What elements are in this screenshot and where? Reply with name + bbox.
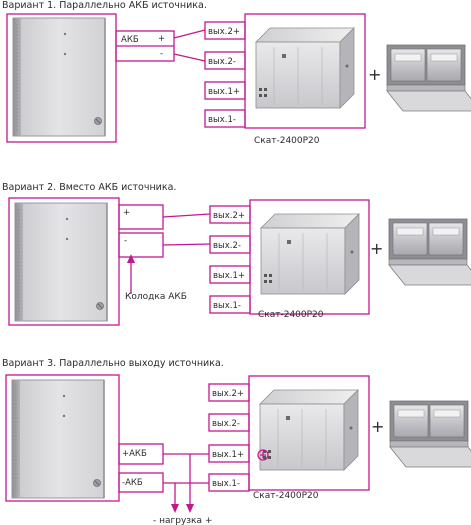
skat-frame-3	[248, 375, 370, 491]
output-2-minus-1: вых.2-	[208, 57, 236, 67]
akb-minus-2: -	[124, 236, 127, 246]
skat-enclosure-3	[259, 389, 359, 471]
akb-plus-3: +АКБ	[122, 449, 147, 459]
akb-plus-1: +	[158, 34, 165, 44]
output-1-plus-1: вых.1+	[208, 87, 240, 97]
skat-frame-2	[249, 199, 370, 315]
akb-plus-2: +	[123, 208, 130, 218]
akb-label-1: АКБ	[121, 35, 139, 45]
output-1-minus-3: вых.1-	[212, 479, 240, 489]
output-1-plus-3: вых.1+	[212, 450, 244, 460]
power-supply-unit-2	[14, 202, 108, 322]
output-terminals-1: вых.2+ вых.2- вых.1+ вых.1-	[204, 21, 246, 128]
output-2-minus-3: вых.2-	[212, 419, 240, 429]
plus-connector-3: +	[371, 417, 384, 436]
power-supply-unit-3	[11, 379, 105, 499]
power-supply-frame-3	[5, 374, 120, 502]
variant-2-title: Вариант 2. Вместо АКБ источника.	[2, 182, 176, 193]
output-1-minus-1: вых.1-	[208, 115, 236, 125]
load-minus-arrow-3	[171, 504, 179, 513]
load-plus-arrow-3	[186, 504, 194, 513]
output-terminals-3: вых.2+ вых.2- вых.1+ вых.1-	[208, 383, 250, 492]
output-2-minus-2: вых.2-	[213, 241, 241, 251]
output-socket-icon-3	[257, 449, 269, 461]
callout-arrow-head-2	[127, 254, 135, 263]
akb-minus-3: -АКБ	[122, 478, 143, 488]
output-terminals-2: вых.2+ вых.2- вых.1+ вых.1-	[209, 205, 251, 314]
power-supply-frame-1	[6, 13, 117, 143]
battery-box-1	[386, 44, 471, 112]
variant-3: Вариант 3. Параллельно выходу источника.…	[2, 358, 471, 525]
akb-block-callout-2: Колодка АКБ	[125, 292, 187, 302]
variant-1-title: Вариант 1. Параллельно АКБ источника.	[2, 0, 207, 11]
output-2-plus-2: вых.2+	[213, 211, 245, 221]
output-1-minus-2: вых.1-	[213, 301, 241, 311]
load-label-3: - нагрузка +	[153, 516, 212, 525]
variant-3-title: Вариант 3. Параллельно выходу источника.	[2, 358, 224, 369]
skat-enclosure-2	[260, 213, 360, 295]
output-2-plus-1: вых.2+	[208, 27, 240, 37]
battery-box-3	[389, 400, 471, 468]
battery-box-2	[388, 218, 471, 286]
variant-1: Вариант 1. Параллельно АКБ источника. АК…	[2, 0, 471, 146]
device-label-3: Скат-2400Р20	[253, 491, 319, 501]
plus-connector-2: +	[370, 239, 383, 258]
device-label-2: Скат-2400Р20	[258, 310, 324, 320]
akb-minus-1: -	[160, 49, 163, 59]
output-2-plus-3: вых.2+	[212, 389, 244, 399]
variant-2: Вариант 2. Вместо АКБ источника. + - Кол…	[2, 182, 471, 326]
skat-frame-1	[244, 13, 366, 129]
power-supply-unit-1	[12, 17, 106, 137]
device-label-1: Скат-2400Р20	[254, 136, 320, 146]
power-supply-frame-2	[8, 197, 120, 326]
skat-enclosure-1	[255, 27, 355, 109]
plus-connector-1: +	[368, 65, 381, 84]
output-1-plus-2: вых.1+	[213, 271, 245, 281]
